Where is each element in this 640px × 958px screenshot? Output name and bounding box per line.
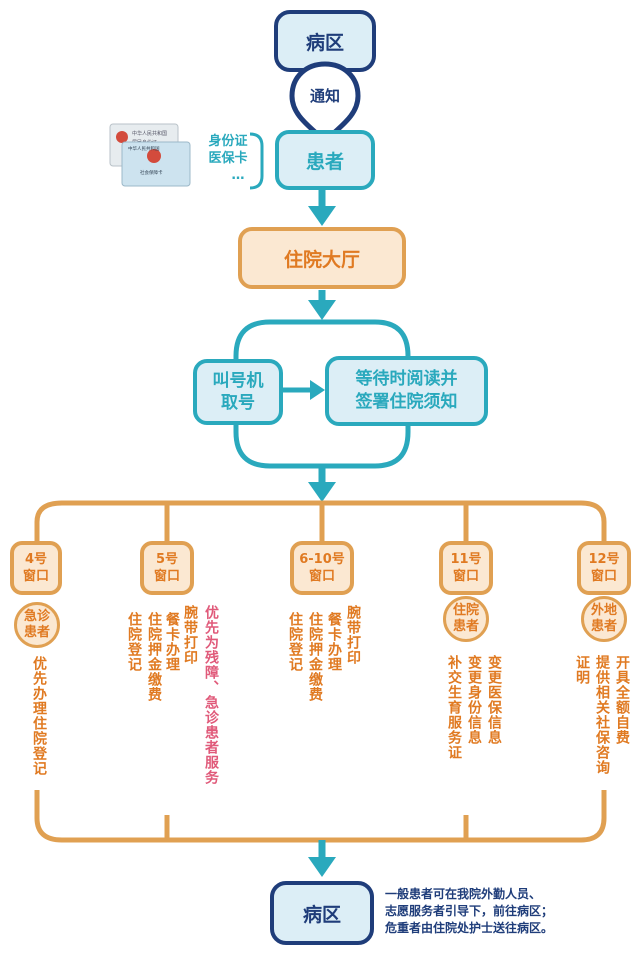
arrowhead-to-windows xyxy=(308,482,336,502)
window-12-tag-line2: 患者 xyxy=(590,619,617,634)
id-docs-list: 身份证 医保卡 … xyxy=(198,133,258,184)
read-sign-box: 等待时阅读并 签署住院须知 xyxy=(325,356,488,426)
window-11-box: 11号 窗口 xyxy=(439,541,493,595)
window-12-tag-line1: 外地 xyxy=(590,603,617,618)
transfer-note-line2: 志愿服务者引导下，前往病区； xyxy=(385,904,554,918)
window-12-service-consult: 提供相关社保咨询 xyxy=(594,655,610,775)
window-4-name: 窗口 xyxy=(22,569,49,584)
ticket-loop xyxy=(233,319,411,469)
id-card-front-text: 中华人民共和国 社会保障卡 xyxy=(128,145,163,176)
window-5-service-wristband: 腕带打印 xyxy=(182,605,198,665)
window-11-service-birth: 补交生育服务证 xyxy=(446,655,462,760)
top-ward-label: 病区 xyxy=(305,31,344,54)
window-11-service-identity: 变更身份信息 xyxy=(466,655,482,745)
ticket-line1: 叫号机 xyxy=(212,371,264,391)
window-11-tag: 住院 患者 xyxy=(443,596,489,642)
window-11-tag-line1: 住院 xyxy=(452,603,479,618)
window-4-box: 4号 窗口 xyxy=(10,541,62,595)
id-card-front-subtitle: 社会保障卡 xyxy=(140,169,163,176)
transfer-note-line1: 一般患者可在我院外勤人员、 xyxy=(385,887,542,901)
transfer-note: 一般患者可在我院外勤人员、 志愿服务者引导下，前往病区； 危重者由住院处护士送往… xyxy=(385,886,637,937)
window-11-service-insurance: 变更医保信息 xyxy=(486,655,502,745)
hall-label: 住院大厅 xyxy=(283,248,360,271)
window-11-tag-line2: 患者 xyxy=(452,619,479,634)
arrowhead-to-bottom-ward xyxy=(308,857,336,877)
window-6-10-service-wristband: 腕带打印 xyxy=(345,605,361,665)
patient-label: 患者 xyxy=(305,150,344,173)
arrowhead-to-ticket xyxy=(308,300,336,320)
window-12-tag: 外地 患者 xyxy=(581,596,627,642)
window-4-tag-line1: 急诊 xyxy=(23,609,50,624)
notify-label: 通知 xyxy=(288,80,362,110)
window-11-number: 11号 xyxy=(450,552,482,567)
window-5-name: 窗口 xyxy=(153,569,180,584)
read-sign-line1: 等待时阅读并 xyxy=(355,369,458,389)
window-4-tag-line2: 患者 xyxy=(23,625,50,640)
id-cards-image: 中华人民共和国 居民身份证 中华人民共和国 社会保障卡 xyxy=(109,123,191,187)
hall-box: 住院大厅 xyxy=(238,227,406,289)
window-4-service: 优先办理住院登记 xyxy=(31,656,47,776)
window-5-box: 5号 窗口 xyxy=(140,541,194,595)
window-5-service-deposit: 住院押金缴费 xyxy=(146,612,162,702)
id-card-text: 身份证 xyxy=(208,134,248,149)
window-12-service-proof: 证明 xyxy=(574,655,590,685)
window-5-service-mealcard: 餐卡办理 xyxy=(164,612,180,672)
window-12-number: 12号 xyxy=(588,552,620,567)
window-12-name: 窗口 xyxy=(590,569,617,584)
id-brace xyxy=(249,132,264,190)
bottom-ward-label: 病区 xyxy=(302,903,341,926)
transfer-note-line3: 危重者由住院处护士送往病区。 xyxy=(385,921,554,935)
window-6-10-service-register: 住院登记 xyxy=(287,612,303,672)
window-12-service-selfpay: 开具全额自费 xyxy=(614,655,630,745)
id-card-back-title: 中华人民共和国 xyxy=(132,130,167,137)
insurance-card-text: 医保卡 xyxy=(208,151,248,166)
ticket-box: 叫号机 取号 xyxy=(193,359,283,425)
id-card-front-title: 中华人民共和国 xyxy=(128,145,160,152)
notify-pin xyxy=(289,61,361,146)
window-6-10-name: 窗口 xyxy=(308,569,335,584)
ticket-line2: 取号 xyxy=(221,393,255,413)
window-6-10-service-deposit: 住院押金缴费 xyxy=(307,612,323,702)
window-5-number: 5号 xyxy=(155,552,179,567)
window-6-10-box: 6-10号 窗口 xyxy=(290,541,354,595)
window-12-box: 12号 窗口 xyxy=(577,541,631,595)
notify-text: 通知 xyxy=(309,86,340,105)
read-sign-line2: 签署住院须知 xyxy=(355,392,458,412)
bottom-collect-bar xyxy=(34,790,607,843)
more-text: … xyxy=(231,168,245,183)
window-5-service-register: 住院登记 xyxy=(126,612,142,672)
window-4-tag: 急诊 患者 xyxy=(14,602,60,648)
bottom-ward-box: 病区 xyxy=(270,881,374,945)
window-4-number: 4号 xyxy=(24,552,48,567)
arrowhead-to-read xyxy=(310,380,325,400)
window-11-name: 窗口 xyxy=(452,569,479,584)
window-6-10-number: 6-10号 xyxy=(299,552,345,567)
window-6-10-service-mealcard: 餐卡办理 xyxy=(326,612,342,672)
arrowhead-to-hall xyxy=(308,206,336,226)
window-5-service-priority: 优先为残障、急诊患者服务 xyxy=(203,605,219,785)
patient-box: 患者 xyxy=(275,130,375,190)
